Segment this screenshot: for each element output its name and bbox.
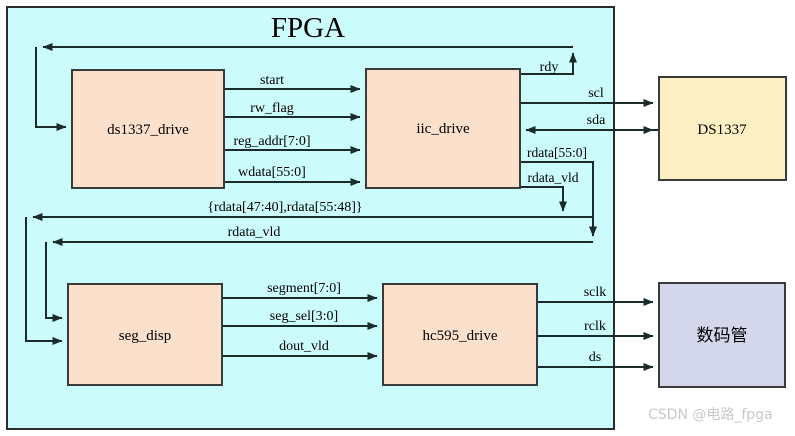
signal-label-scl: scl xyxy=(588,86,604,101)
block-ds1337-drive[interactable]: ds1337_drive xyxy=(71,69,225,189)
wire-rdata-vld-drop xyxy=(520,186,567,212)
wire-rdy-to-ds1337 xyxy=(35,47,67,131)
signal-label-seg-sel: seg_sel[3:0] xyxy=(270,309,338,324)
wire-rdata-bus xyxy=(520,161,597,237)
block-hc595-drive[interactable]: hc595_drive xyxy=(382,283,538,386)
wire-rdata-swizzle-down xyxy=(25,217,63,345)
signal-label-ds: ds xyxy=(589,350,601,365)
signal-label-rdata-swizzle: {rdata[47:40],rdata[55:48]} xyxy=(207,200,362,215)
block-ds1337-chip[interactable]: DS1337 xyxy=(658,76,787,181)
wire-rdy-out xyxy=(520,52,577,75)
signal-label-sclk: sclk xyxy=(584,285,607,300)
block-iic-drive[interactable]: iic_drive xyxy=(365,68,521,189)
csdn-watermark: CSDN @电路_fpga xyxy=(648,407,773,423)
signal-label-dout-vld: dout_vld xyxy=(279,339,329,354)
block-label-ds1337-chip: DS1337 xyxy=(697,122,747,138)
block-seg-disp[interactable]: seg_disp xyxy=(67,283,223,386)
wire-rdata-vld-down xyxy=(45,242,63,322)
block-seven-segment[interactable]: 数码管 xyxy=(658,282,786,388)
block-label-hc595-drive: hc595_drive xyxy=(423,328,498,344)
signal-label-sda: sda xyxy=(587,113,606,128)
block-label-seg-disp: seg_disp xyxy=(119,328,172,344)
signal-label-start: start xyxy=(260,73,284,88)
signal-label-rclk: rclk xyxy=(584,319,606,334)
block-label-ds1337-drive: ds1337_drive xyxy=(107,122,189,138)
signal-label-rdata-vld-bus: rdata_vld xyxy=(228,225,281,240)
signal-label-rdy: rdy xyxy=(540,60,559,75)
block-label-iic-drive: iic_drive xyxy=(416,121,470,137)
signal-label-rw-flag: rw_flag xyxy=(250,101,294,116)
block-label-seven-segment: 数码管 xyxy=(697,326,748,346)
signal-label-rdata-vld-iic: rdata_vld xyxy=(528,170,579,185)
signal-label-wdata: wdata[55:0] xyxy=(238,165,306,180)
fpga-title: FPGA xyxy=(271,12,345,44)
signal-label-rdata-bus: rdata[55:0] xyxy=(527,145,587,160)
signal-label-segment: segment[7:0] xyxy=(267,281,341,296)
signal-label-reg-addr: reg_addr[7:0] xyxy=(234,134,311,149)
